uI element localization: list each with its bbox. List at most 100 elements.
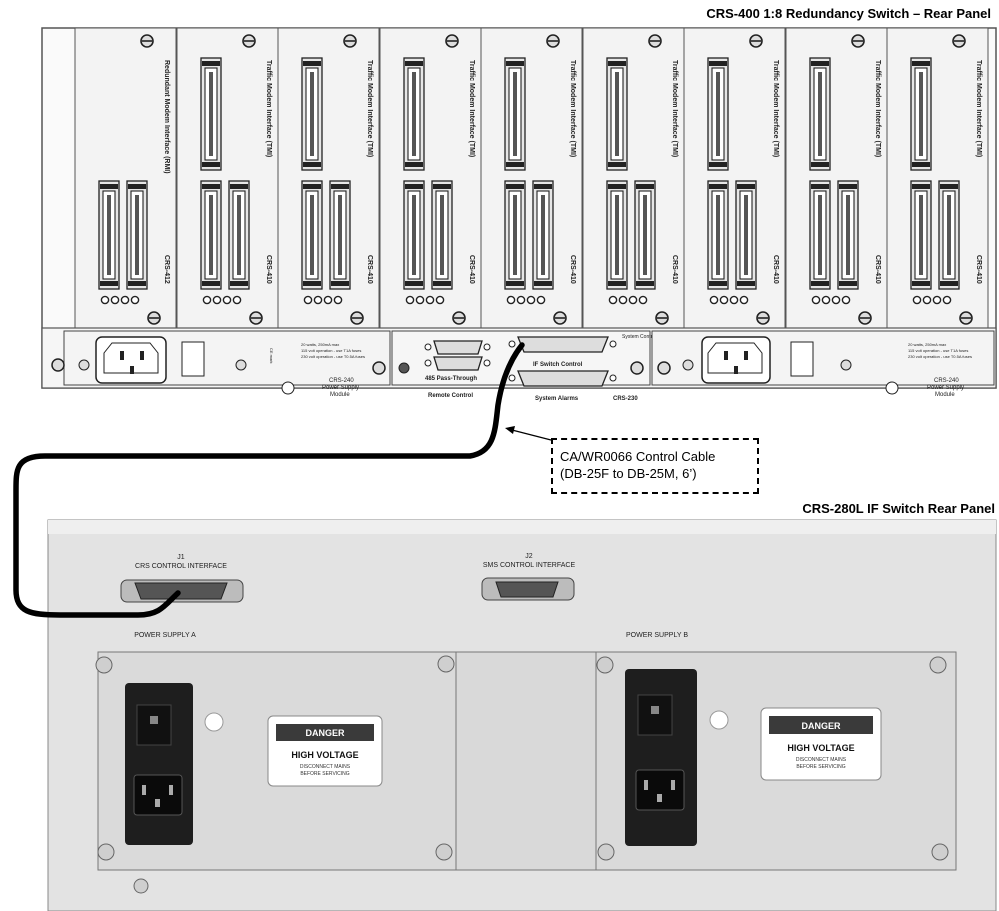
svg-text:230 volt operation - use T0.5A: 230 volt operation - use T0.5A fuses (908, 354, 972, 359)
psu-right-label-1: CRS-240 (934, 378, 959, 384)
led-icon (516, 295, 526, 305)
led-icon (415, 295, 425, 305)
card-connector-icon (200, 57, 222, 171)
port-485-label: 485 Pass-Through (425, 376, 477, 382)
tmi-card-model: CRS-410 (671, 255, 678, 284)
danger-main-a: HIGH VOLTAGE (291, 750, 358, 760)
led-icon (922, 295, 932, 305)
ac-inlet-icon (635, 769, 685, 811)
j2-id-label: J2 (525, 553, 533, 560)
ground-icon (885, 381, 899, 395)
j2-label: SMS CONTROL INTERFACE (483, 562, 576, 569)
callout-arrow (505, 426, 552, 441)
led-icon (405, 295, 415, 305)
led-icon (638, 295, 648, 305)
tmi-card-label: Traffic Modem Interface (TMI) (874, 60, 881, 157)
tmi-card: Traffic Modem Interface (TMI) CRS-410 (176, 27, 279, 329)
screw-icon (235, 359, 247, 371)
svg-text:230 volt operation - use T0.5A: 230 volt operation - use T0.5A fuses (301, 354, 365, 359)
db9-port-485-icon (424, 340, 491, 355)
led-icon (536, 295, 546, 305)
card-connector-icon (707, 57, 729, 171)
led-icon (841, 295, 851, 305)
card-connector-icon (532, 180, 554, 290)
tmi-card: Traffic Modem Interface (TMI) CRS-410 (785, 27, 888, 329)
warning-label-icon (709, 710, 729, 730)
db25-if-switch-port-icon (508, 336, 617, 353)
tmi-card-model: CRS-410 (265, 255, 272, 284)
led-icon (120, 295, 130, 305)
led-icon (425, 295, 435, 305)
psu-right-label-3: Module (935, 392, 955, 398)
ground-icon (281, 381, 295, 395)
card-connector-icon (938, 180, 960, 290)
svg-text:20 watts, 250mA max: 20 watts, 250mA max (908, 342, 946, 347)
screw-icon (372, 361, 386, 375)
led-icon (212, 295, 222, 305)
card-connector-icon (98, 180, 120, 290)
rmi-card-model: CRS-412 (163, 255, 170, 284)
control-cable (13, 342, 525, 618)
card-connector-icon (228, 180, 250, 290)
tmi-card: Traffic Modem Interface (TMI) CRS-410 (582, 27, 685, 329)
screw-icon (657, 361, 671, 375)
led-icon (811, 295, 821, 305)
crs-280l-panel: J1 CRS CONTROL INTERFACE J2 SMS CONTROL … (47, 519, 997, 911)
system-controller-module: 485 Pass-Through Remote Control IF Switc… (391, 330, 662, 402)
card-connector-icon (126, 180, 148, 290)
card-connector-icon (837, 180, 859, 290)
tmi-card-label: Traffic Modem Interface (TMI) (671, 60, 678, 157)
led-icon (729, 295, 739, 305)
led-icon (628, 295, 638, 305)
rmi-card: Redundant Modem Interface (RMI) CRS-412 (74, 27, 177, 329)
led-icon (323, 295, 333, 305)
danger-label-a: DANGER HIGH VOLTAGE DISCONNECT MAINS BEF… (267, 715, 383, 787)
psu-left-label-2: Power Supply (322, 385, 359, 391)
power-switch-icon (637, 694, 673, 736)
psu-left-label-1: CRS-240 (329, 378, 354, 384)
warning-label-icon (204, 712, 224, 732)
tmi-card: Traffic Modem Interface (TMI)CRS-410 (886, 27, 989, 329)
screw-icon (78, 359, 90, 371)
led-icon (303, 295, 313, 305)
tmi-card-label: Traffic Modem Interface (TMI) (265, 60, 272, 157)
tmi-card-model: CRS-410 (874, 255, 881, 284)
psu-module-left: CE mark 20 watts, 250mA max 115 volt ope… (51, 330, 391, 398)
screw-icon (682, 359, 694, 371)
tmi-card-label: Traffic Modem Interface (TMI) (468, 60, 475, 157)
j1-db25-connector-icon (120, 579, 244, 603)
led-icon (100, 295, 110, 305)
led-icon (435, 295, 445, 305)
psu-module-right: 20 watts, 250mA max 115 volt operation -… (651, 330, 995, 398)
card-connector-icon (504, 57, 526, 171)
psu-b-label: POWER SUPPLY B (626, 632, 688, 639)
crs-400-chassis: Redundant Modem Interface (RMI) CRS-412 Tr… (41, 27, 997, 402)
tmi-card-model: CRS-410 (975, 255, 982, 284)
led-icon (912, 295, 922, 305)
rmi-card-label: Redundant Modem Interface (RMI) (163, 60, 170, 174)
screw-icon (840, 359, 852, 371)
callout-line-2: (DB-25F to DB-25M, 6’) (560, 466, 697, 481)
led-icon (821, 295, 831, 305)
danger-sub2-a: BEFORE SERVICING (300, 771, 349, 777)
card-connector-icon (329, 180, 351, 290)
card-connector-icon (634, 180, 656, 290)
bottom-panel-title: CRS-280L IF Switch Rear Panel (802, 501, 995, 516)
power-switch-icon (790, 341, 814, 377)
screw-icon (51, 358, 65, 372)
led-icon (942, 295, 952, 305)
card-connector-icon (809, 180, 831, 290)
tmi-card-model: CRS-410 (366, 255, 373, 284)
led-icon (608, 295, 618, 305)
tmi-card-label: Traffic Modem Interface (TMI) (366, 60, 373, 157)
port-remote-label: Remote Control (428, 393, 473, 399)
led-icon (618, 295, 628, 305)
j1-id-label: J1 (177, 554, 185, 561)
danger-sub2-b: BEFORE SERVICING (796, 764, 845, 770)
svg-text:20 watts, 250mA max: 20 watts, 250mA max (301, 342, 339, 347)
led-icon (130, 295, 140, 305)
cable-callout: CA/WR0066 Control Cable (DB-25F to DB-25… (551, 438, 759, 494)
led-icon (333, 295, 343, 305)
tmi-card: Traffic Modem Interface (TMI) CRS-410 (277, 27, 380, 329)
danger-label-b: DANGER HIGH VOLTAGE DISCONNECT MAINS BEF… (760, 707, 882, 781)
